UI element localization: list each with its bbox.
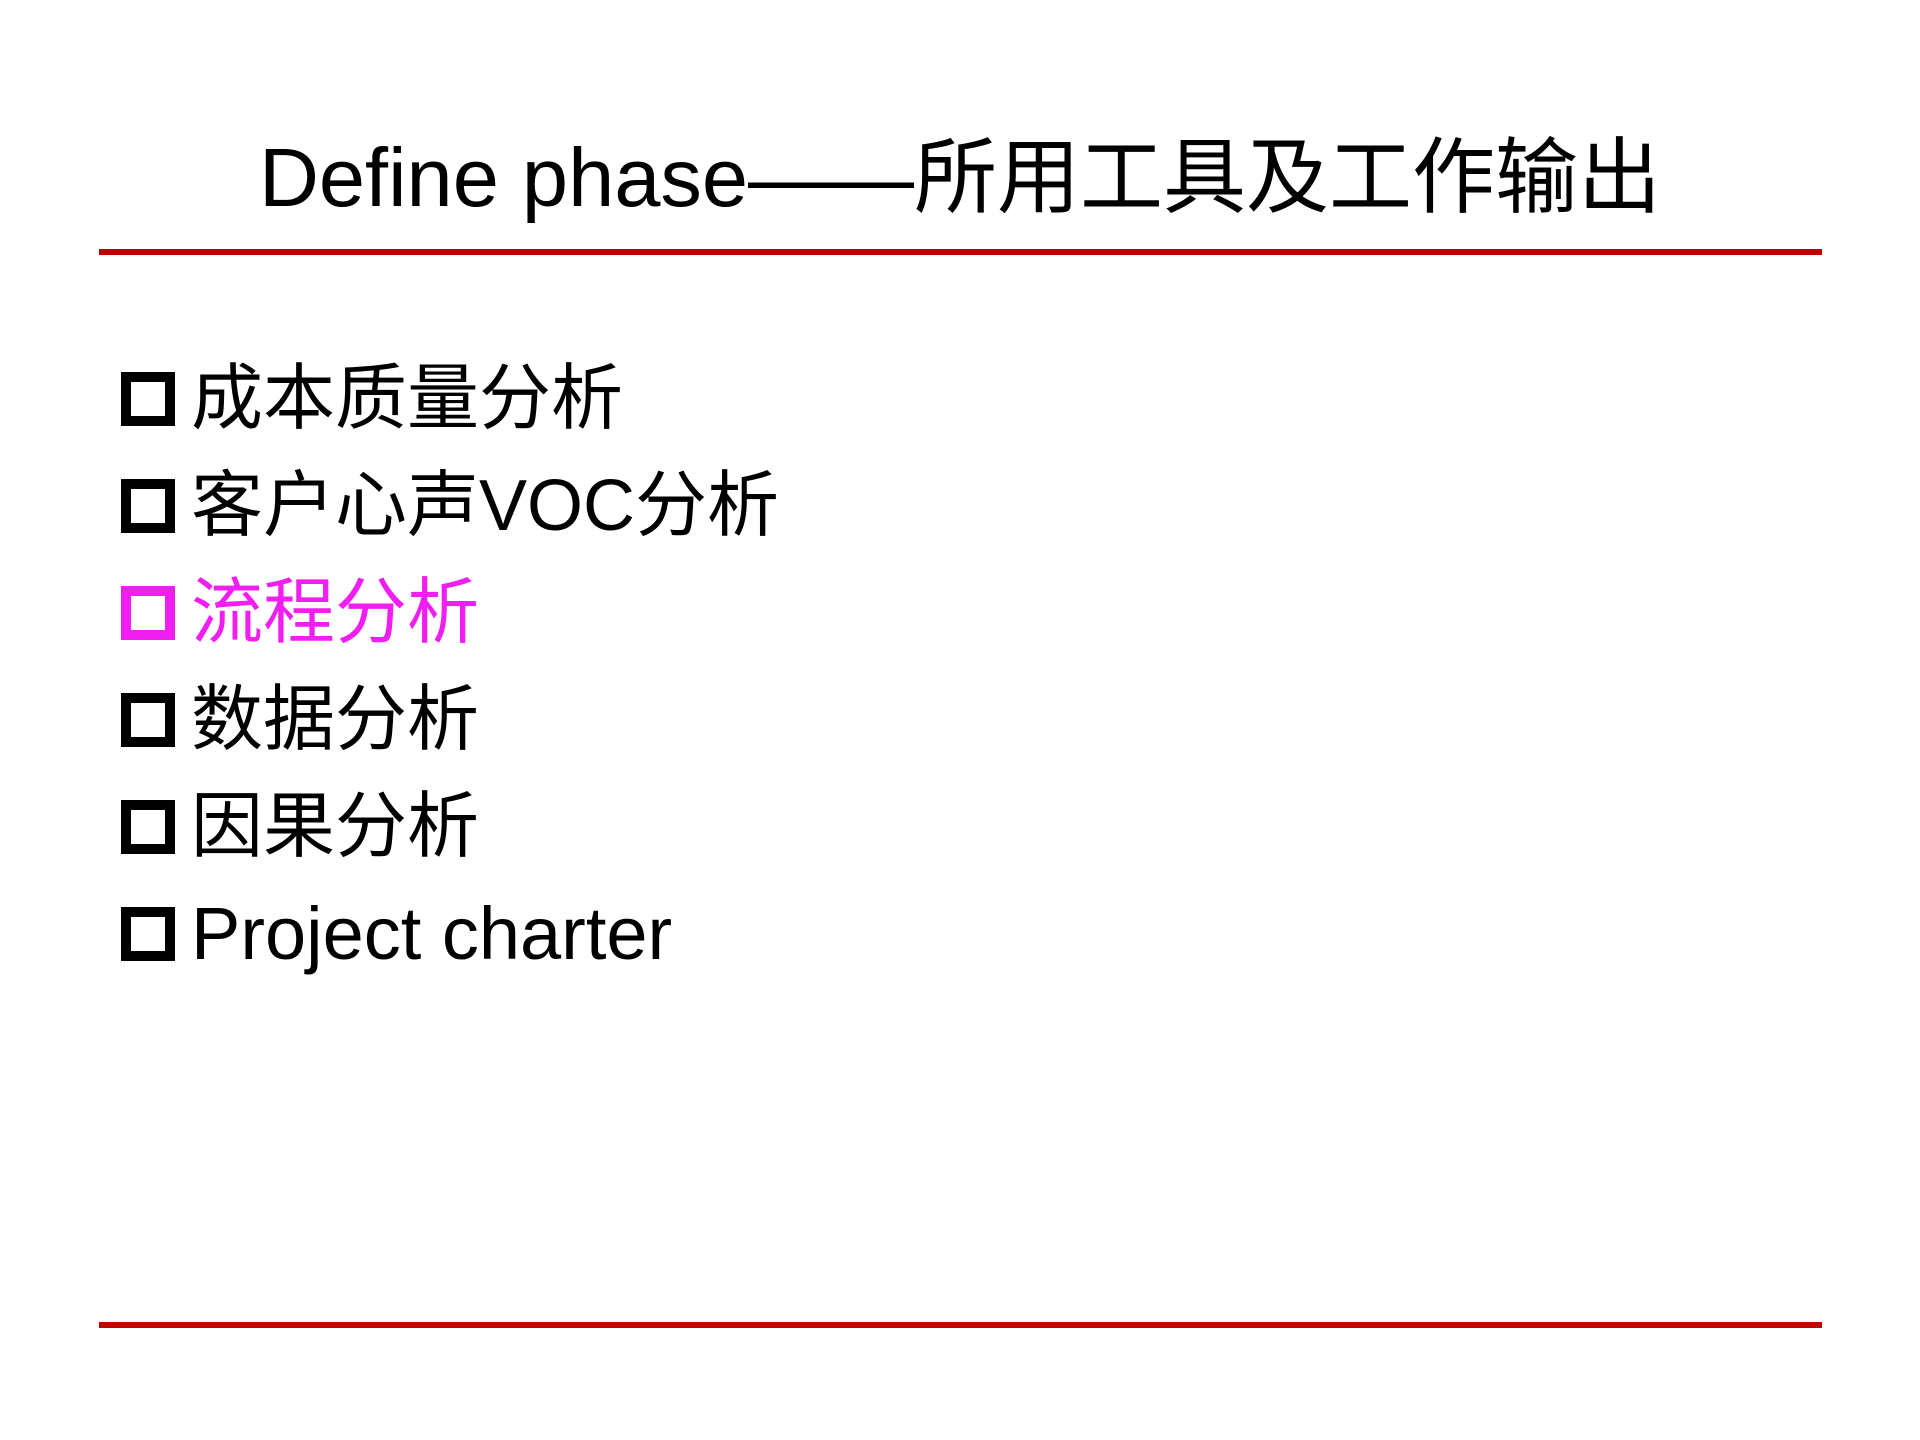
bullet-label: 流程分析	[191, 572, 480, 653]
bullet-item-data-analysis: 数据分析	[121, 666, 779, 773]
square-bullet-icon	[121, 585, 175, 640]
bullet-label: 数据分析	[191, 679, 480, 760]
bullet-label: 客户心声VOC分析	[191, 465, 780, 546]
square-bullet-icon	[121, 906, 175, 961]
bullet-item-cause-effect-analysis: 因果分析	[121, 773, 779, 880]
square-bullet-icon	[121, 799, 175, 854]
bullet-label: 因果分析	[191, 786, 480, 867]
bullet-list: 成本质量分析 客户心声VOC分析 流程分析 数据分析 因果分析 Project …	[121, 345, 779, 987]
square-bullet-icon	[121, 371, 175, 426]
footer-divider	[99, 1322, 1822, 1328]
title-divider	[99, 249, 1822, 255]
bullet-item-voc-analysis: 客户心声VOC分析	[121, 452, 779, 559]
bullet-label: 成本质量分析	[191, 358, 624, 439]
bullet-item-cost-quality-analysis: 成本质量分析	[121, 345, 779, 452]
slide-title: Define phase——所用工具及工作输出	[258, 131, 1662, 224]
square-bullet-icon	[121, 478, 175, 533]
bullet-label: Project charter	[191, 891, 673, 975]
bullet-item-project-charter: Project charter	[121, 880, 779, 987]
square-bullet-icon	[121, 692, 175, 747]
bullet-item-process-analysis: 流程分析	[121, 559, 779, 666]
